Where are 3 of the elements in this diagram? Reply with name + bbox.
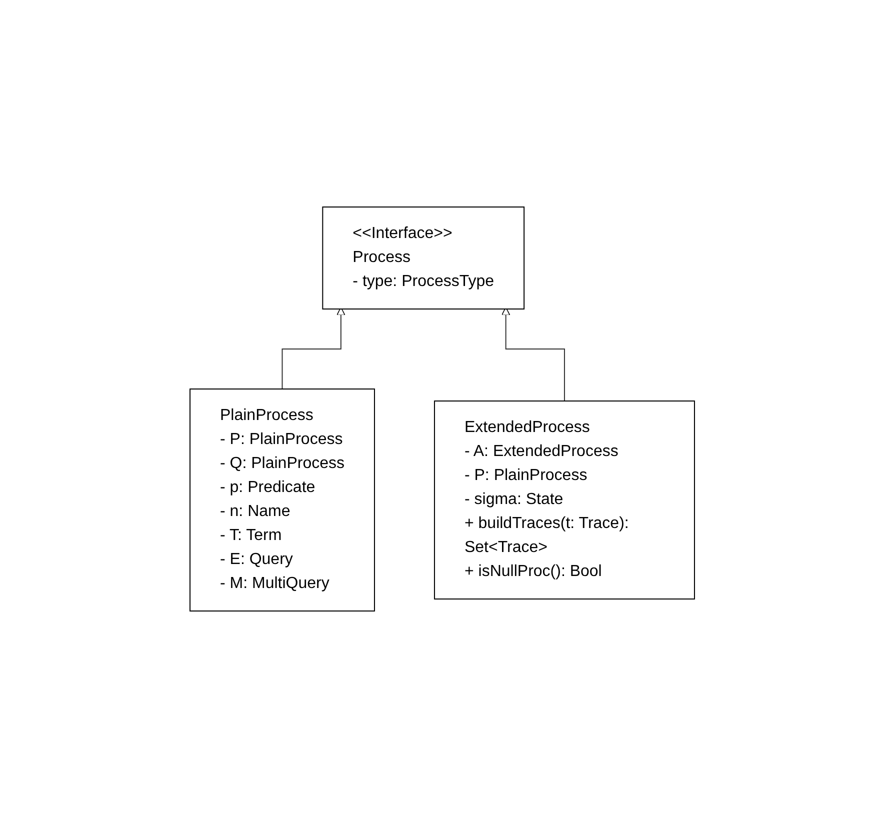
node-box: ExtendedProcess - A: ExtendedProcess - P: PlainProcess - sigma: State + buildTraces(t: Trace): Set<Trace> + isNullProc(): Bool — [434, 400, 695, 600]
node-box: PlainProcess - P: PlainProcess - Q: PlainProcess - p: Predicate - n: Name - T: Term - E: Query - M: MultiQuery — [189, 388, 375, 612]
node-box: <<Interface>> Process - type: ProcessType — [322, 206, 524, 310]
